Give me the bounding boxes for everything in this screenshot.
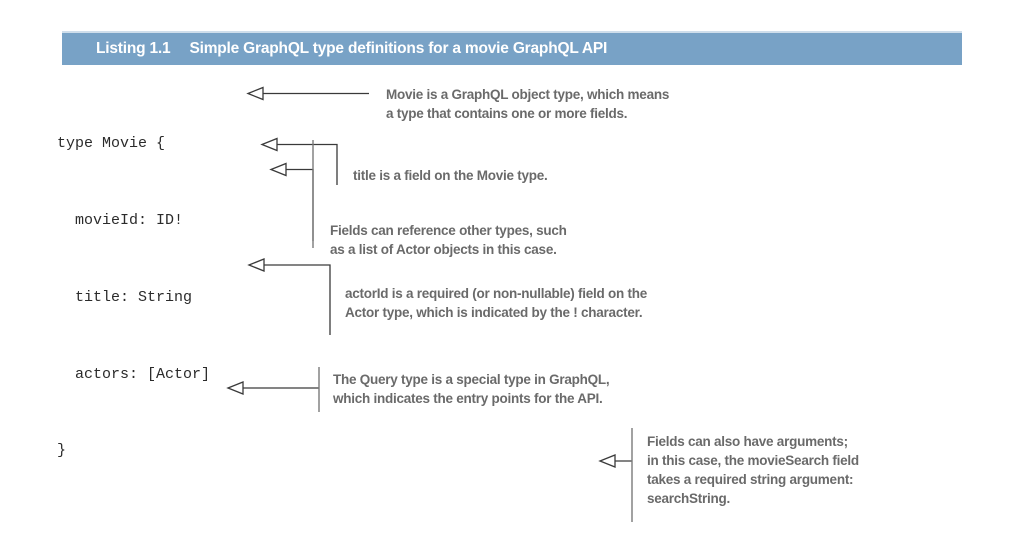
listing-banner-content: Listing 1.1 Simple GraphQL type definiti… bbox=[62, 33, 962, 65]
annotation-moviesearch-field: Fields can also have arguments; in this … bbox=[647, 434, 859, 506]
annotation-title-field: title is a field on the Movie type. bbox=[353, 168, 548, 183]
code-line: } bbox=[57, 442, 67, 460]
code-line: actors: [Actor] bbox=[57, 365, 211, 383]
code-line-blank bbox=[57, 515, 462, 539]
arrowhead-icon bbox=[598, 454, 616, 468]
annotation-actors-field: Fields can reference other types, such a… bbox=[330, 223, 567, 257]
annotation-query-type: The Query type is a special type in Grap… bbox=[333, 372, 610, 406]
code-line: movieId: ID! bbox=[57, 211, 184, 229]
code-line: type Movie { bbox=[57, 135, 166, 153]
listing-number: Listing 1.1 bbox=[96, 40, 171, 57]
listing-title: Simple GraphQL type definitions for a mo… bbox=[189, 40, 608, 57]
annotation-movie-type: Movie is a GraphQL object type, which me… bbox=[386, 87, 670, 121]
listing-banner: Listing 1.1 Simple GraphQL type definiti… bbox=[62, 31, 962, 65]
code-line: title: String bbox=[57, 288, 193, 306]
annotation-actorid-field: actorId is a required (or non-nullable) … bbox=[345, 286, 648, 320]
leader-moviesearch-field bbox=[598, 428, 633, 522]
code-block: type Movie { movieId: ID! title: String … bbox=[57, 80, 462, 539]
